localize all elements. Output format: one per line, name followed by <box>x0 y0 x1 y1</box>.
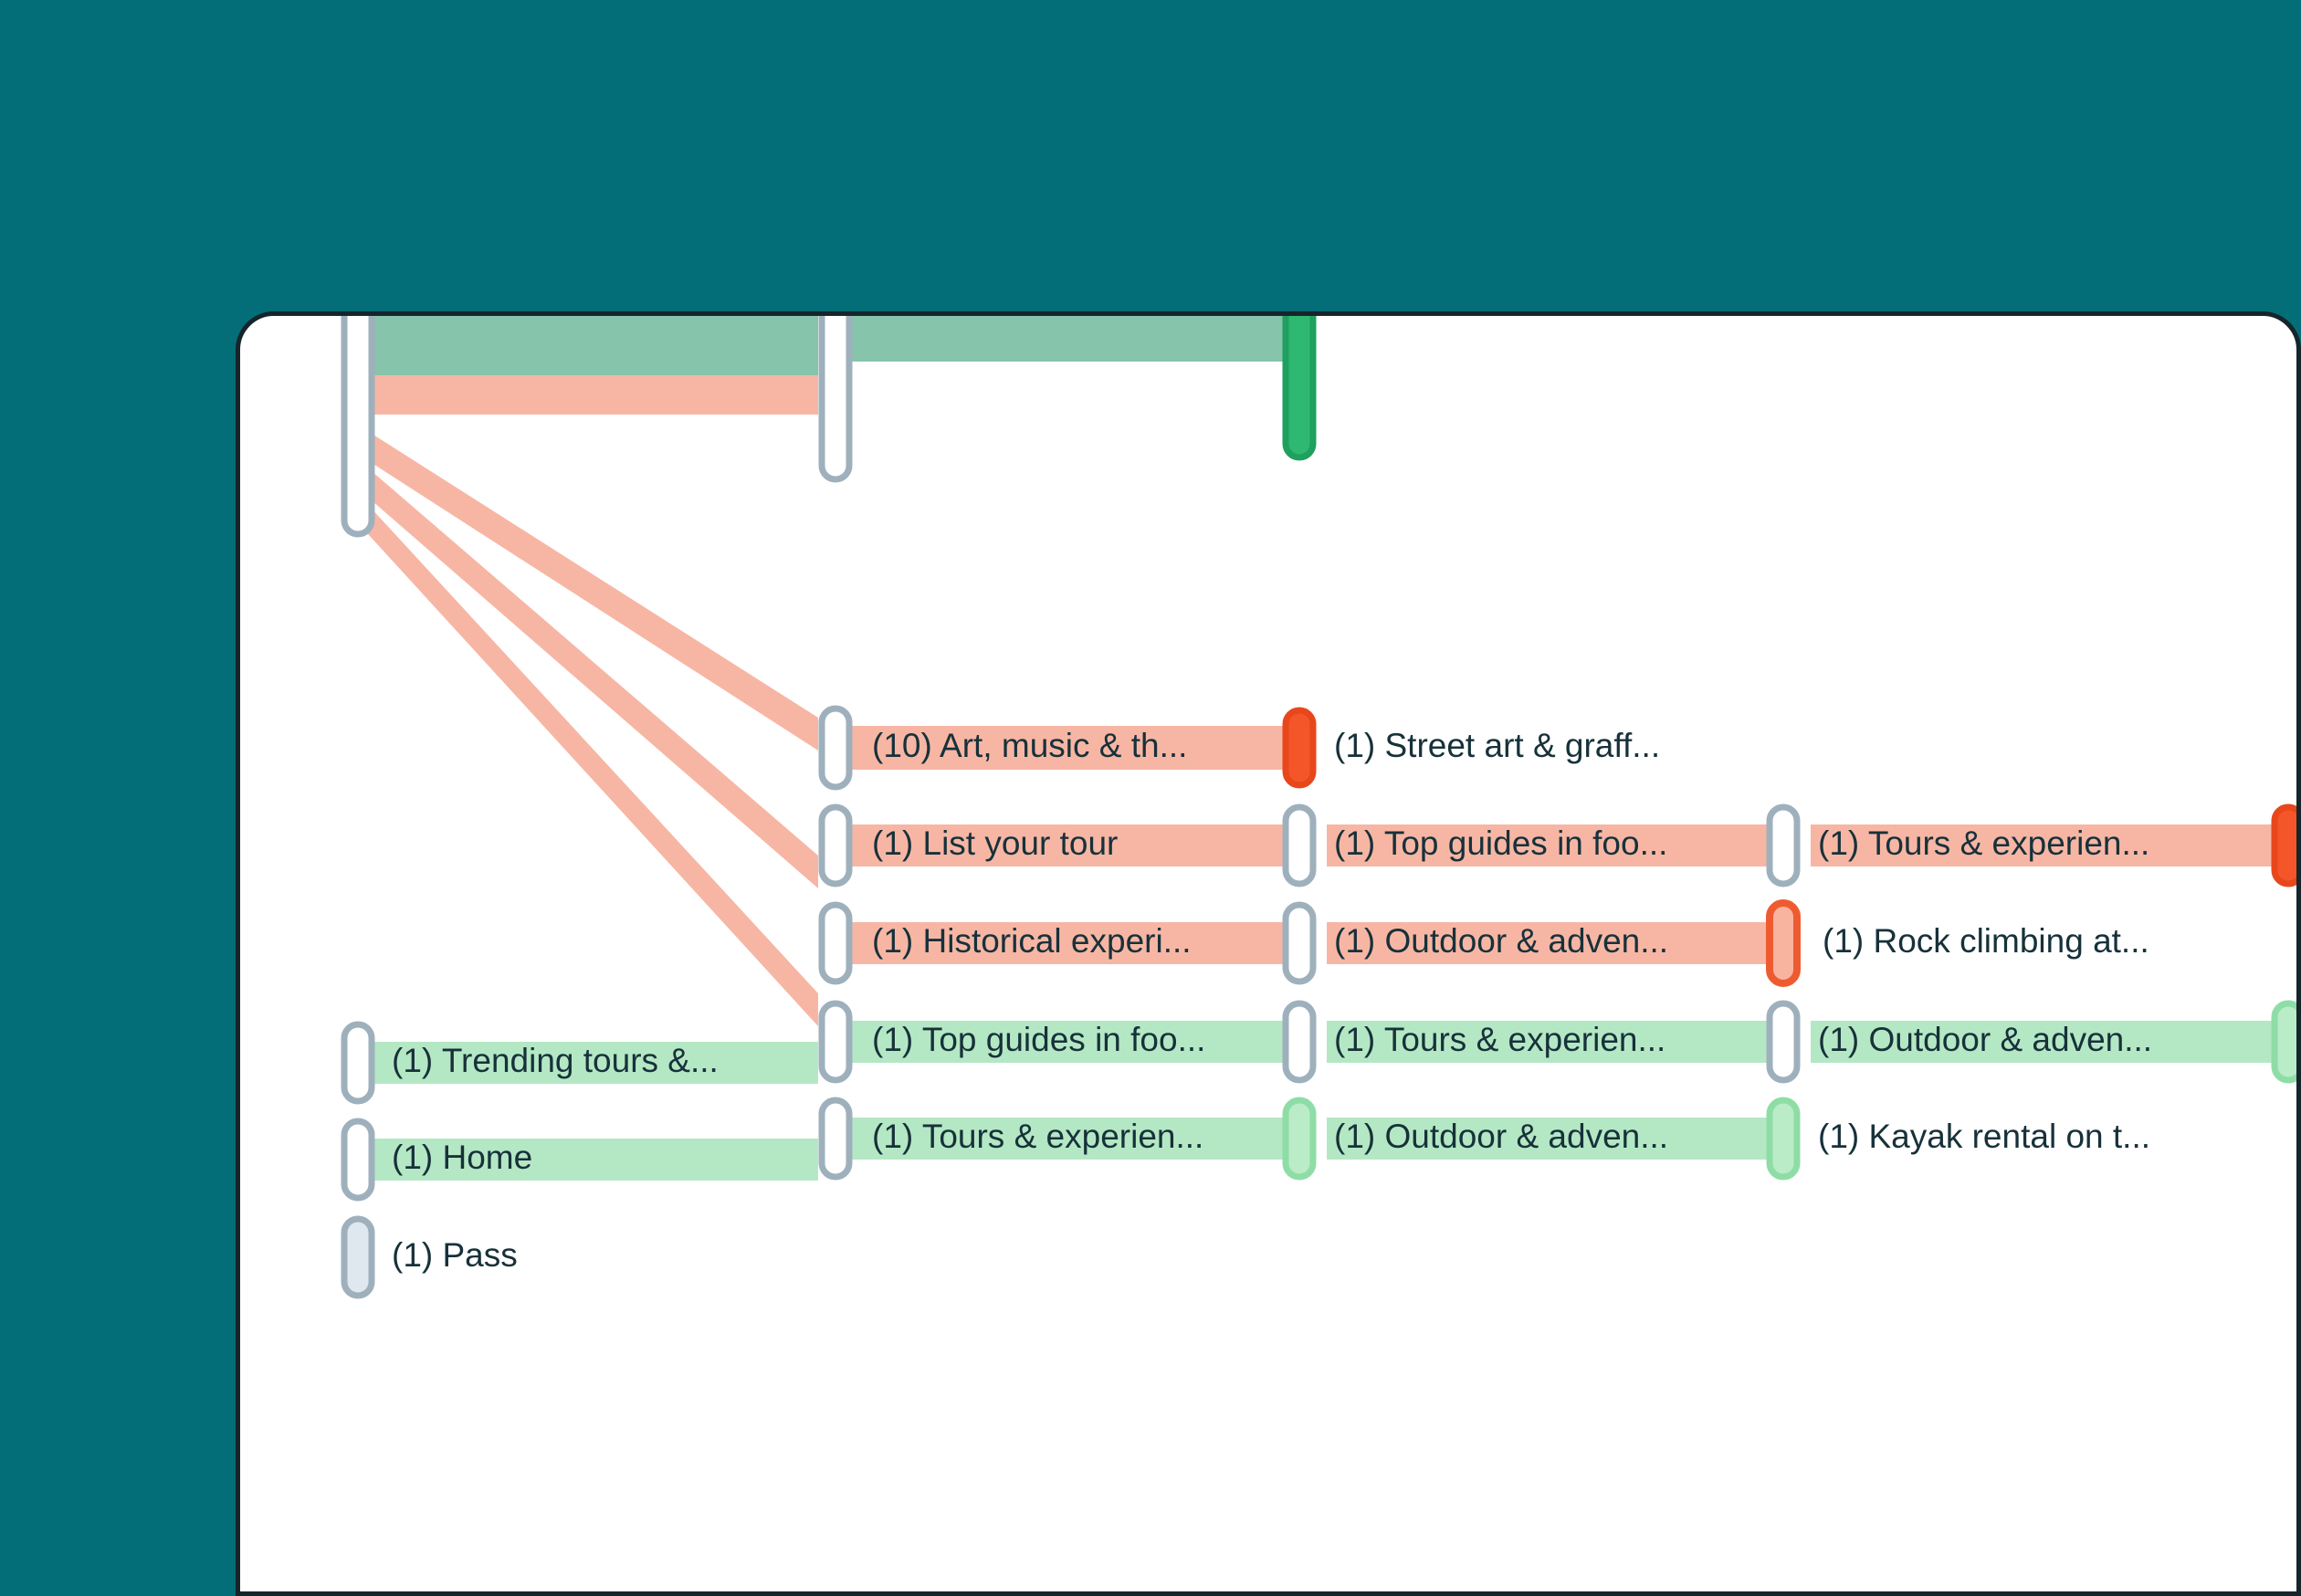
node-n8[interactable] <box>2271 803 2301 887</box>
node-n19[interactable] <box>1282 1097 1317 1181</box>
link-n3-n4[interactable] <box>846 726 1299 770</box>
link-n0-n5[interactable] <box>359 425 818 751</box>
node-n14[interactable] <box>1282 1000 1317 1084</box>
link-n15-n16[interactable] <box>1811 1021 2285 1063</box>
link-n0-n1[interactable] <box>359 316 818 375</box>
label-n15: (1) Outdoor & adven... <box>1818 1021 2152 1058</box>
sankey-nodes <box>341 316 2301 1299</box>
label-n14: (1) Tours & experien... <box>1334 1021 1665 1058</box>
label-n9: (1) Historical experi... <box>872 922 1192 960</box>
link-n5-n6[interactable] <box>846 824 1299 866</box>
node-n12[interactable] <box>341 1021 375 1105</box>
link-n1-n2[interactable] <box>846 316 1299 362</box>
link-n6-n7[interactable] <box>1327 824 1783 866</box>
label-n20: (1) Kayak rental on t... <box>1818 1118 2150 1155</box>
link-n9-n10[interactable] <box>846 922 1299 964</box>
node-n5[interactable] <box>818 803 853 887</box>
sankey-labels: (27) Tours & experie... (22) Outdoor & a… <box>392 727 2152 1274</box>
label-n13: (1) Top guides in foo... <box>872 1021 1205 1058</box>
sankey-links <box>359 316 2285 1181</box>
label-n7: (1) Tours & experien... <box>1818 824 2149 862</box>
sankey-card: (27) Tours & experie... (22) Outdoor & a… <box>236 311 2301 1596</box>
node-n2[interactable] <box>1282 316 1317 461</box>
node-n21[interactable] <box>341 1215 375 1299</box>
node-n10[interactable] <box>1282 901 1317 985</box>
sankey-diagram[interactable]: (27) Tours & experie... (22) Outdoor & a… <box>240 316 2301 1596</box>
label-n18: (1) Tours & experien... <box>872 1118 1203 1155</box>
label-n21: (1) Pass <box>392 1236 518 1274</box>
label-n4: (1) Street art & graff... <box>1334 727 1660 764</box>
label-n6: (1) Top guides in foo... <box>1334 824 1667 862</box>
node-n6[interactable] <box>1282 803 1317 887</box>
node-n18[interactable] <box>818 1097 853 1181</box>
link-n12-n13[interactable] <box>359 1042 818 1084</box>
link-n18-n19[interactable] <box>846 1118 1299 1160</box>
node-n9[interactable] <box>818 901 853 985</box>
link-n0-n9b[interactable] <box>359 495 818 1026</box>
link-n7-n8[interactable] <box>1811 824 2285 866</box>
label-n11: (1) Rock climbing at... <box>1823 922 2149 960</box>
node-n1[interactable] <box>818 316 853 483</box>
link-n14-n15[interactable] <box>1327 1021 1783 1063</box>
link-n0-n9[interactable] <box>359 460 818 888</box>
label-n5: (1) List your tour <box>872 824 1118 862</box>
label-n12: (1) Trending tours &... <box>392 1042 719 1079</box>
label-n17: (1) Home <box>392 1139 532 1176</box>
node-n15[interactable] <box>1766 1000 1801 1084</box>
link-n17-n18[interactable] <box>359 1139 818 1181</box>
node-n20[interactable] <box>1766 1097 1801 1181</box>
label-n19: (1) Outdoor & adven... <box>1334 1118 1668 1155</box>
link-n19-n20[interactable] <box>1327 1118 1783 1160</box>
node-n11[interactable] <box>1766 899 1801 987</box>
link-n10-n11[interactable] <box>1327 922 1783 964</box>
node-n3[interactable] <box>818 705 853 791</box>
node-n17[interactable] <box>341 1118 375 1202</box>
node-n0[interactable] <box>341 316 375 538</box>
node-n7[interactable] <box>1766 803 1801 887</box>
node-n4[interactable] <box>1282 707 1317 789</box>
node-n16[interactable] <box>2271 1000 2301 1084</box>
link-n0-n3[interactable] <box>359 375 818 415</box>
node-n13[interactable] <box>818 1000 853 1084</box>
label-n10: (1) Outdoor & adven... <box>1334 922 1668 960</box>
link-n13-n14[interactable] <box>846 1021 1299 1063</box>
label-n3: (10) Art, music & th... <box>872 727 1187 764</box>
